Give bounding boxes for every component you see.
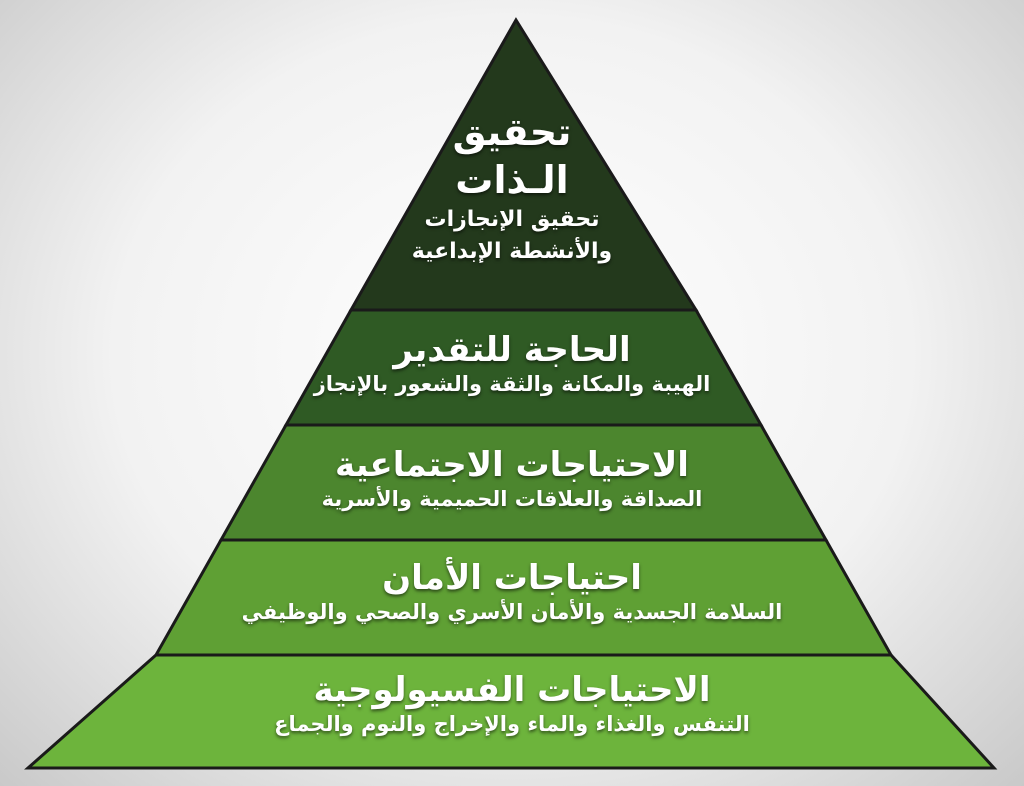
tier-safety-text: احتياجات الأمان السلامة الجسدية والأمان … — [0, 558, 1024, 626]
tier-safety-title: احتياجات الأمان — [382, 558, 642, 598]
tier-esteem-subtitle: الهيبة والمكانة والثقة والشعور بالإنجاز — [313, 372, 711, 396]
tier-self-actualization-title-2: الـذات — [455, 158, 569, 202]
tier-social-subtitle: الصداقة والعلاقات الحميمية والأسرية — [321, 487, 703, 511]
tier-esteem-title: الحاجة للتقدير — [393, 330, 631, 370]
tier-social-title: الاحتياجات الاجتماعية — [335, 445, 689, 485]
tier-self-actualization-title-1: تحقيق — [452, 110, 572, 154]
tier-physiological-text: الاحتياجات الفسيولوجية التنفس والغذاء وا… — [0, 670, 1024, 738]
tier-self-actualization-subtitle-1: تحقيق الإنجازات — [424, 207, 600, 232]
tier-physiological-title: الاحتياجات الفسيولوجية — [313, 670, 711, 710]
tier-self-actualization-subtitle-2: والأنشطة الإبداعية — [411, 239, 613, 264]
tier-social-text: الاحتياجات الاجتماعية الصداقة والعلاقات … — [0, 445, 1024, 513]
pyramid-tier-physiological — [24, 653, 998, 770]
tier-esteem-text: الحاجة للتقدير الهيبة والمكانة والثقة وا… — [0, 330, 1024, 398]
tier-physiological-subtitle: التنفس والغذاء والماء والإخراج والنوم وا… — [274, 712, 750, 736]
tier-self-actualization-text: تحقيق الـذات تحقيق الإنجازات والأنشطة ال… — [0, 108, 1024, 268]
tier-safety-subtitle: السلامة الجسدية والأمان الأسري والصحي وا… — [241, 600, 783, 624]
